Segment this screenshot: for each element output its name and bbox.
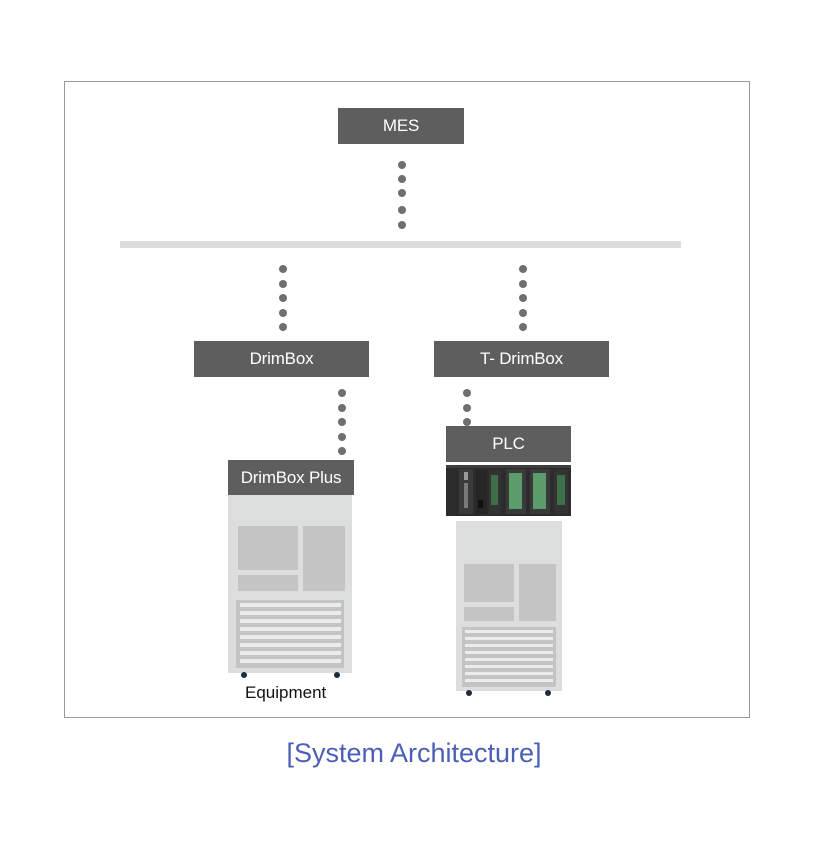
drimbox-label: DrimBox	[249, 349, 314, 368]
diagram-frame	[64, 81, 750, 718]
t-drimbox-label: T- DrimBox	[479, 349, 563, 368]
diagram-caption: [System Architecture]	[286, 738, 542, 768]
plc-node: PLC	[446, 426, 571, 462]
drimbox-plus-node: DrimBox Plus	[228, 460, 354, 495]
equipment-label: Equipment	[245, 683, 327, 702]
t-drimbox-node: T- DrimBox	[434, 341, 609, 377]
mes-label: MES	[382, 116, 420, 135]
plc-hardware-image	[446, 465, 571, 516]
equipment-cabinet-right	[456, 521, 562, 696]
drimbox-plus-label: DrimBox Plus	[240, 467, 342, 487]
mes-node: MES	[338, 108, 464, 144]
drimbox-node: DrimBox	[194, 341, 369, 377]
plc-label: PLC	[492, 434, 525, 453]
network-bus	[120, 241, 681, 248]
equipment-cabinet-left	[228, 495, 352, 678]
